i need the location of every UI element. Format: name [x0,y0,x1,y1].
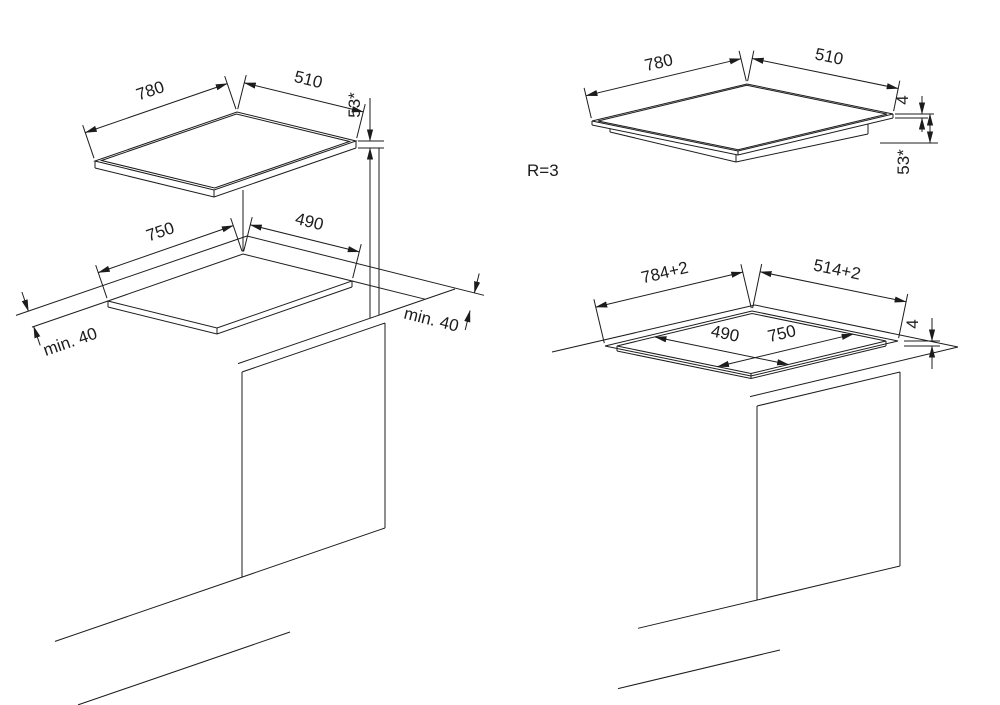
left-dim-hob-depth [237,74,366,139]
right-hob-depth-label: 510 [813,44,845,68]
right-cutout-inner-depth-label: 490 [709,321,741,345]
left-installation-view: 780 510 53* [15,67,485,705]
right-cutout-inner-width-label: 750 [766,321,798,346]
worktop-cutout [106,253,354,329]
right-cabinet [617,371,901,690]
worktop-front-edge [749,346,959,398]
left-hob-depth-label: 510 [292,67,324,92]
hob-body-bottom-edge [609,131,869,163]
right-dim-cutout-outer-depth [752,263,909,339]
right-cutout-outer-depth-label: 514+2 [812,256,863,284]
right-dim-step-depth [904,318,940,369]
right-step-depth-label: 4 [903,319,922,328]
worktop-back-right-edge [246,235,485,296]
cabinet-plinth-line [77,631,291,705]
worktop-back-left-edge [15,235,248,316]
left-dim-clearance-left [21,291,41,346]
left-cabinet [54,322,386,705]
left-dim-clearance-right [464,273,481,331]
cabinet-door-top-edge [241,322,386,373]
left-cutout-width-label: 750 [144,218,177,245]
left-hob-width-label: 780 [134,77,167,104]
left-hob-height-label: 53* [345,92,364,118]
left-cutout-depth-label: 490 [293,209,325,234]
left-dim-cutout-depth [243,216,362,279]
cabinet-door-top-edge [756,371,901,407]
right-hob-corner-radius-label: R=3 [527,161,559,180]
cutout-right-edge-extension [351,280,426,300]
worktop-cutout-outer [604,310,899,377]
right-dim-cutout-inner-width [717,333,854,368]
left-clearance-right-label: min. 40 [402,304,461,336]
cabinet-door-bottom-floor-line [54,527,386,642]
hob-top-face [591,83,894,152]
right-worktop-view [551,304,959,398]
left-clearance-left-label: min. 40 [41,324,100,360]
right-dim-cutout-outer-width [593,264,752,344]
right-hob-height-label: 53* [894,149,913,175]
left-dim-hob-width [82,75,237,159]
right-installation-view: R=3 780 510 4 53* [527,44,959,690]
worktop-front-edge [237,288,456,365]
cutout-inner-depth-edge [107,286,353,335]
worktop-cutout-step [616,312,887,375]
right-hob-3d-view [591,83,894,163]
hob-rim-bottom-edge [591,117,894,156]
hob-bottom-edge [94,147,357,198]
right-cutout-outer-width-label: 784+2 [639,258,690,288]
worktop-back-right-edge [754,304,959,348]
cabinet-door-bottom-floor-line [637,565,901,629]
right-dim-hob-depth [747,50,901,112]
right-dim-hob-width [583,50,747,119]
cutout-left-edge-extension [31,300,109,328]
right-hob-width-label: 780 [643,50,675,75]
worktop-back-left-edge [551,304,756,353]
hob-top-rim-line [597,84,888,151]
left-dim-cutout-width [95,217,243,299]
right-dim-hob-heights [880,96,938,144]
cabinet-plinth-line [617,649,781,690]
right-hob-rim-height-label: 4 [893,95,912,104]
hob-top-face [93,111,358,191]
hob-top-rim-line [99,113,352,189]
left-dim-hob-height [358,98,384,318]
